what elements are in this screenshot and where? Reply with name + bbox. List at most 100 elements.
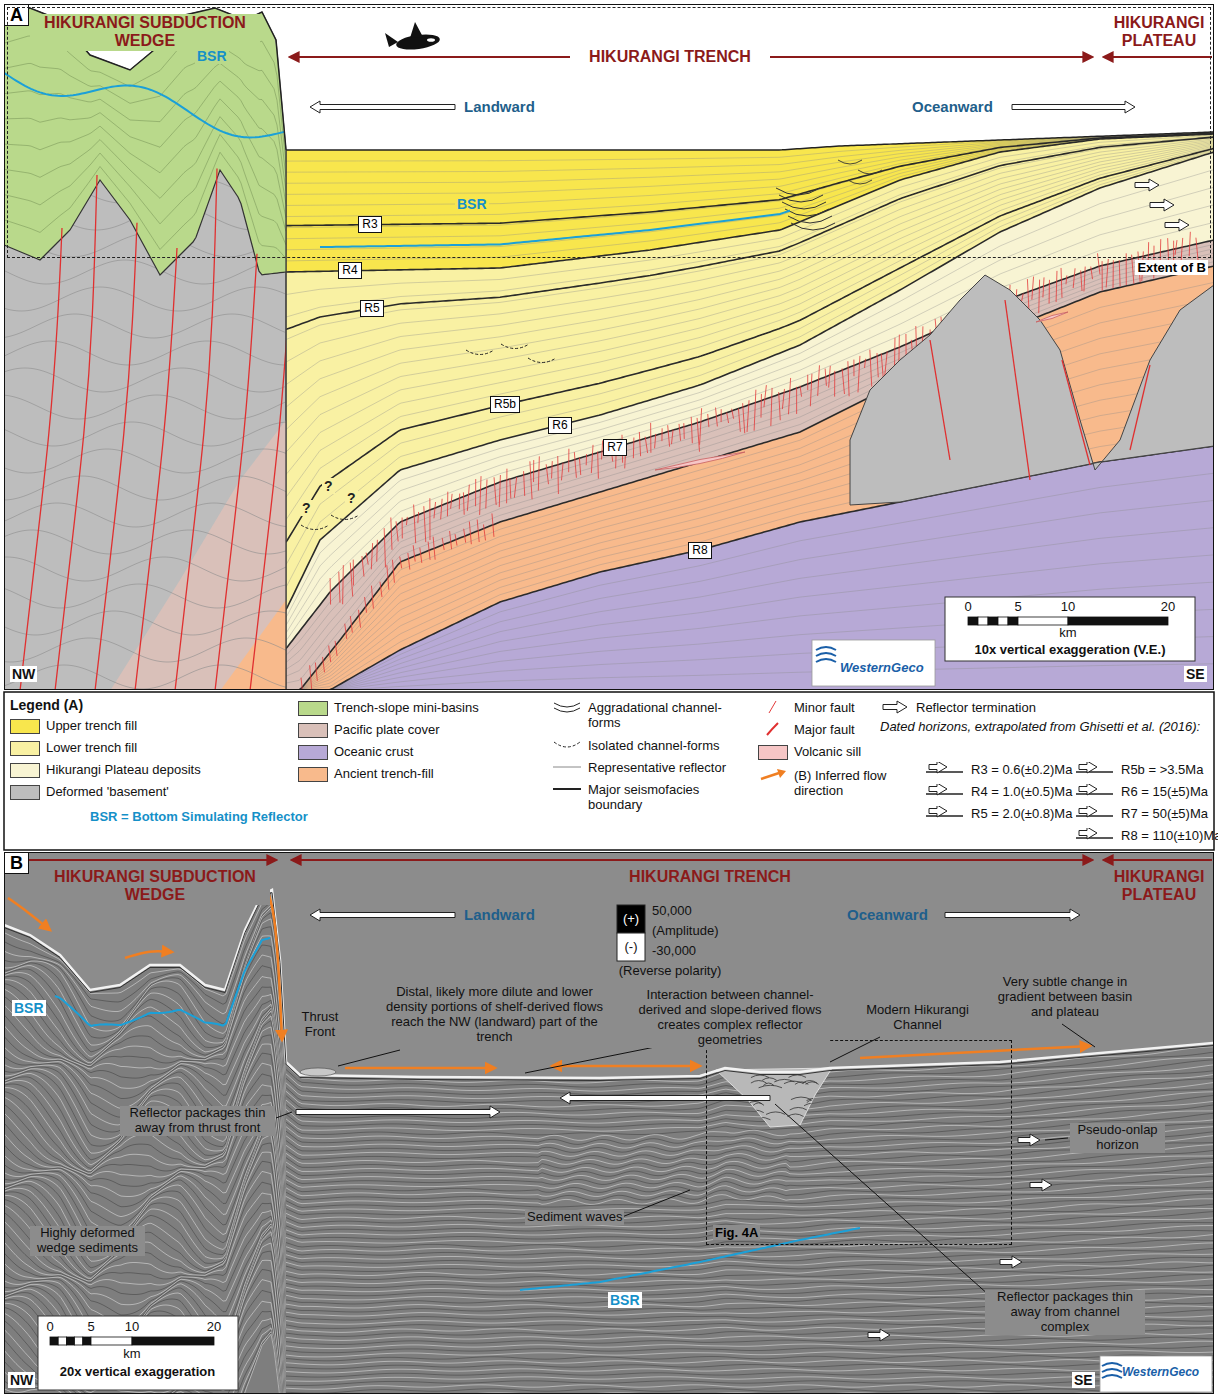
legend-frame: [4, 692, 1214, 850]
minor-fault: [384, 528, 385, 567]
legend-swatch: [298, 723, 328, 738]
volcanic-sill: [655, 452, 745, 470]
seismic-reflector: [286, 1156, 1213, 1181]
minor-fault: [668, 425, 670, 446]
drawn-rect: [1068, 617, 1168, 625]
horizon-line: [284, 152, 1213, 612]
minor-fault: [1119, 260, 1121, 286]
minor-fault: [645, 437, 647, 453]
drawn-rect: [83, 1337, 91, 1345]
drawn-path: [926, 815, 963, 817]
legend-text: Ancient trench-fill: [334, 766, 434, 781]
direction-arrow: [1000, 1256, 1022, 1268]
horizon-line: [284, 134, 1213, 272]
extent-label: Extent of B: [1135, 260, 1208, 275]
legend-text: R6 = 15(±5)Ma: [1121, 784, 1208, 799]
minor-fault: [424, 506, 426, 542]
legend-item: Isolated channel-forms: [552, 738, 720, 753]
panel-letter: A: [5, 5, 29, 26]
minor-fault: [551, 461, 553, 478]
minor-fault: [480, 476, 481, 515]
minor-fault: [342, 565, 344, 604]
direction-arrow: [1079, 806, 1097, 817]
drawn-rect: [978, 617, 988, 625]
seismic-reflector: [5, 1237, 286, 1393]
seismic-reflector: [286, 1351, 1213, 1357]
flow-arrow: [345, 1067, 495, 1070]
legend-sample: [1075, 828, 1115, 843]
legend-text: Pacific plate cover: [334, 722, 440, 737]
basement-high: [850, 275, 1213, 505]
drawn-rect: [66, 1337, 74, 1345]
legend-text: Isolated channel-forms: [588, 738, 720, 753]
minor-fault: [760, 394, 761, 418]
scale-text: (-): [617, 940, 645, 955]
minor-fault: [546, 464, 548, 484]
channel-form: [848, 180, 872, 184]
minor-fault: [848, 361, 849, 396]
seismic-reflector: [5, 1152, 286, 1335]
channel-form: [785, 209, 829, 216]
minor-fault: [661, 428, 662, 441]
logo-swoosh: [1102, 1363, 1122, 1366]
legend-swatch: [10, 741, 40, 756]
legend-item: R7 = 50(±5)Ma: [1075, 806, 1208, 821]
scale-text: -30,000: [650, 944, 698, 959]
minor-fault: [447, 492, 448, 517]
legend-item: Major fault: [758, 722, 855, 737]
minor-fault: [429, 498, 430, 540]
drawn-path: [554, 742, 580, 747]
legend-text: Oceanic crust: [334, 744, 413, 759]
channel-form: [301, 525, 329, 530]
minor-fault: [894, 338, 895, 366]
minor-fault: [818, 365, 820, 396]
horizon-tag: R6: [548, 417, 571, 434]
seismic-reflector: [5, 1044, 286, 1227]
reflector-line: [5, 476, 286, 500]
minor-fault: [538, 456, 540, 490]
scale-text: 5: [85, 1320, 97, 1335]
drawn-path: [1076, 837, 1113, 839]
direction-arrow: [310, 909, 455, 921]
direction-arrow: [1079, 762, 1097, 773]
minor-fault: [1106, 259, 1108, 288]
horizon-line: [284, 446, 1213, 689]
direction-arrow: [1079, 784, 1097, 795]
legend-swatch: [758, 745, 788, 760]
leader-line: [276, 1112, 292, 1118]
minor-fault: [450, 531, 452, 549]
bsr-label: BSR: [455, 196, 489, 212]
legend-sample: [758, 722, 788, 737]
thrust-front: [285, 150, 286, 689]
scale-text: 50,000: [650, 904, 694, 919]
minor-fault: [413, 545, 415, 561]
minor-fault: [506, 469, 507, 504]
drawn-rect: [1100, 1356, 1212, 1392]
drawn-path: [789, 1075, 807, 1078]
minor-fault: [329, 646, 331, 663]
reflector-line: [5, 81, 286, 204]
minor-fault: [459, 494, 460, 510]
annotation: Sediment waves: [525, 1210, 624, 1225]
minor-fault: [579, 458, 580, 475]
minor-fault: [788, 378, 790, 414]
legend-sample: [552, 782, 582, 797]
reflector-line: [5, 638, 286, 662]
drawn-path: [1076, 815, 1113, 817]
reflector-line: [5, 395, 286, 419]
seismic-reflector: [286, 1346, 1213, 1353]
minor-fault: [747, 400, 749, 432]
minor-fault: [782, 389, 784, 409]
minor-fault: [877, 353, 878, 377]
legend-sample: [1075, 762, 1115, 777]
minor-fault: [408, 553, 410, 570]
drawn-path: [5, 170, 286, 275]
drawn-path: [723, 1107, 743, 1110]
drawn-rect: [132, 1337, 214, 1345]
horizon-tag: R5: [360, 300, 383, 317]
drawn-rect: [38, 1316, 238, 1390]
legend-text: R3 = 0.6(±0.2)Ma: [971, 762, 1072, 777]
legend-item: R8 = 110(±10)Ma: [1075, 828, 1218, 843]
legend-text: R7 = 50(±5)Ma: [1121, 806, 1208, 821]
